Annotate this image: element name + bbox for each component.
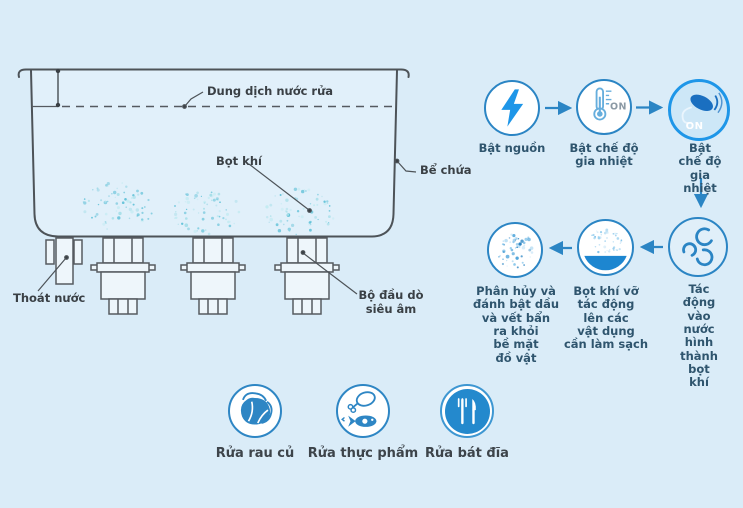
flow-step-power-label: Bật nguồn (478, 141, 546, 155)
app-food-label: Rửa thực phẩm (307, 446, 419, 461)
dish-disc (444, 388, 490, 434)
flow-step-power-circle (484, 80, 540, 136)
flow-step-ultrasonic-circle: ON (668, 79, 730, 141)
on-badge: ON (609, 101, 627, 113)
app-vegetables-label: Rửa rau củ (215, 446, 295, 461)
bursting-bubbles-icon (584, 228, 627, 271)
drain-graphic (45, 237, 83, 285)
bubble-cluster (82, 182, 153, 230)
flow-step-ultrasonic-label: Bật chế độ gia nhiệt (678, 141, 722, 195)
thermometer-icon (593, 87, 612, 121)
tank-label: Bể chứa (420, 163, 472, 177)
flow-step-cavitation-label: Tác động vào nước hình thành bọt khí (680, 282, 718, 390)
bubble-cluster (174, 191, 241, 236)
app-dishes-label: Rửa bát đĩa (425, 446, 509, 461)
app-vegetables-circle (228, 384, 282, 438)
ultrasonic-probe-icon (681, 92, 723, 124)
dissolved-dirt-icon (498, 233, 534, 269)
level-measure (55, 68, 61, 108)
flow-step-heating-label: Bật chế độ gia nhiệt (569, 141, 639, 169)
app-dishes-circle (440, 384, 494, 438)
vegetables-icon (240, 392, 273, 425)
flow-step-clean-label: Phân hủy và đánh bật dầu và vết bẩn ra k… (472, 284, 560, 365)
transducer-graphic (274, 237, 340, 315)
solution-label: Dung dịch nước rửa (207, 84, 334, 98)
flow-step-cavitation-circle (668, 217, 728, 277)
dishes-icon (457, 398, 476, 425)
app-food-circle (336, 384, 390, 438)
bubbles-label: Bọt khí (216, 154, 262, 168)
flow-step-clean-circle (487, 222, 543, 278)
flow-step-burst-circle (577, 219, 634, 276)
drain-label: Thoát nước (13, 291, 86, 305)
bubble-cluster (265, 187, 335, 236)
on-badge: ON (685, 121, 704, 132)
food-icon (341, 391, 377, 427)
water-segment (584, 255, 627, 271)
transducer-graphic (180, 237, 246, 315)
leader-lines (37, 91, 417, 295)
transducer-graphic (90, 237, 156, 315)
flow-step-burst-label: Bọt khí vỡ tác động lên các vật dụng cần… (563, 284, 649, 352)
lightning-icon (501, 89, 524, 127)
transducer-label: Bộ đầu dò siêu âm (358, 288, 424, 316)
swirl-bubbles-icon (682, 227, 714, 267)
flow-step-heating-circle: ON (576, 79, 632, 135)
tank-rim (17, 68, 410, 78)
